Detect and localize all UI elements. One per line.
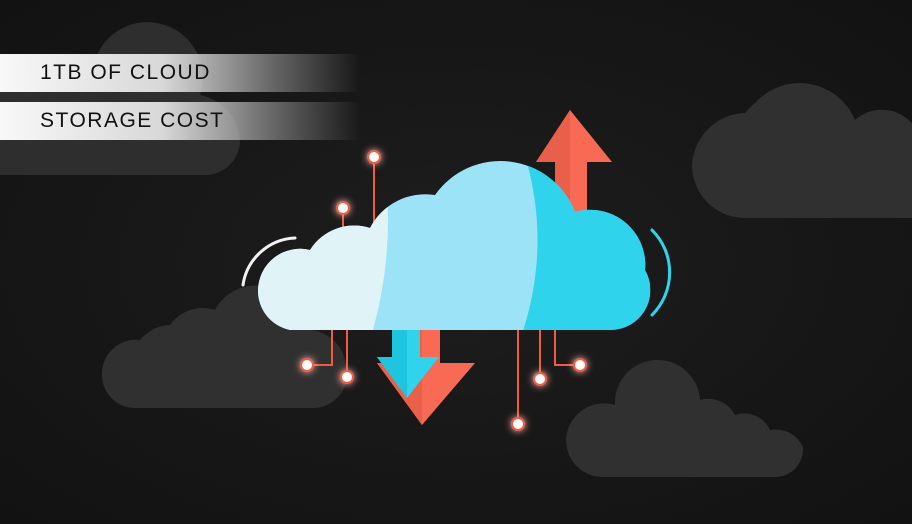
title-banner-line-2: STORAGE COST (0, 102, 360, 140)
circuit-node-icon (573, 358, 587, 372)
cloud-icon-top-left (0, 22, 240, 175)
circuit-node-icon (340, 370, 354, 384)
title-banner-line-1: 1TB OF CLOUD (0, 54, 360, 92)
cloud-icon-bottom-right (565, 359, 804, 478)
circuit-node-icon (300, 358, 314, 372)
circuit-node-icon (367, 150, 381, 164)
motion-arc-right (650, 228, 672, 317)
circuit-node-icon (511, 417, 525, 431)
motion-arc-left (241, 236, 297, 287)
circuit-lines (313, 163, 574, 418)
cloud-icon-main (257, 161, 651, 331)
cloud-icon-right (692, 83, 912, 218)
circuit-node-icon (336, 201, 350, 215)
circuit-nodes (300, 150, 587, 431)
title-line-2: STORAGE COST (40, 109, 225, 132)
download-arrow-icon (377, 330, 475, 425)
title-line-1: 1TB OF CLOUD (40, 61, 211, 84)
circuit-node-icon (533, 372, 547, 386)
